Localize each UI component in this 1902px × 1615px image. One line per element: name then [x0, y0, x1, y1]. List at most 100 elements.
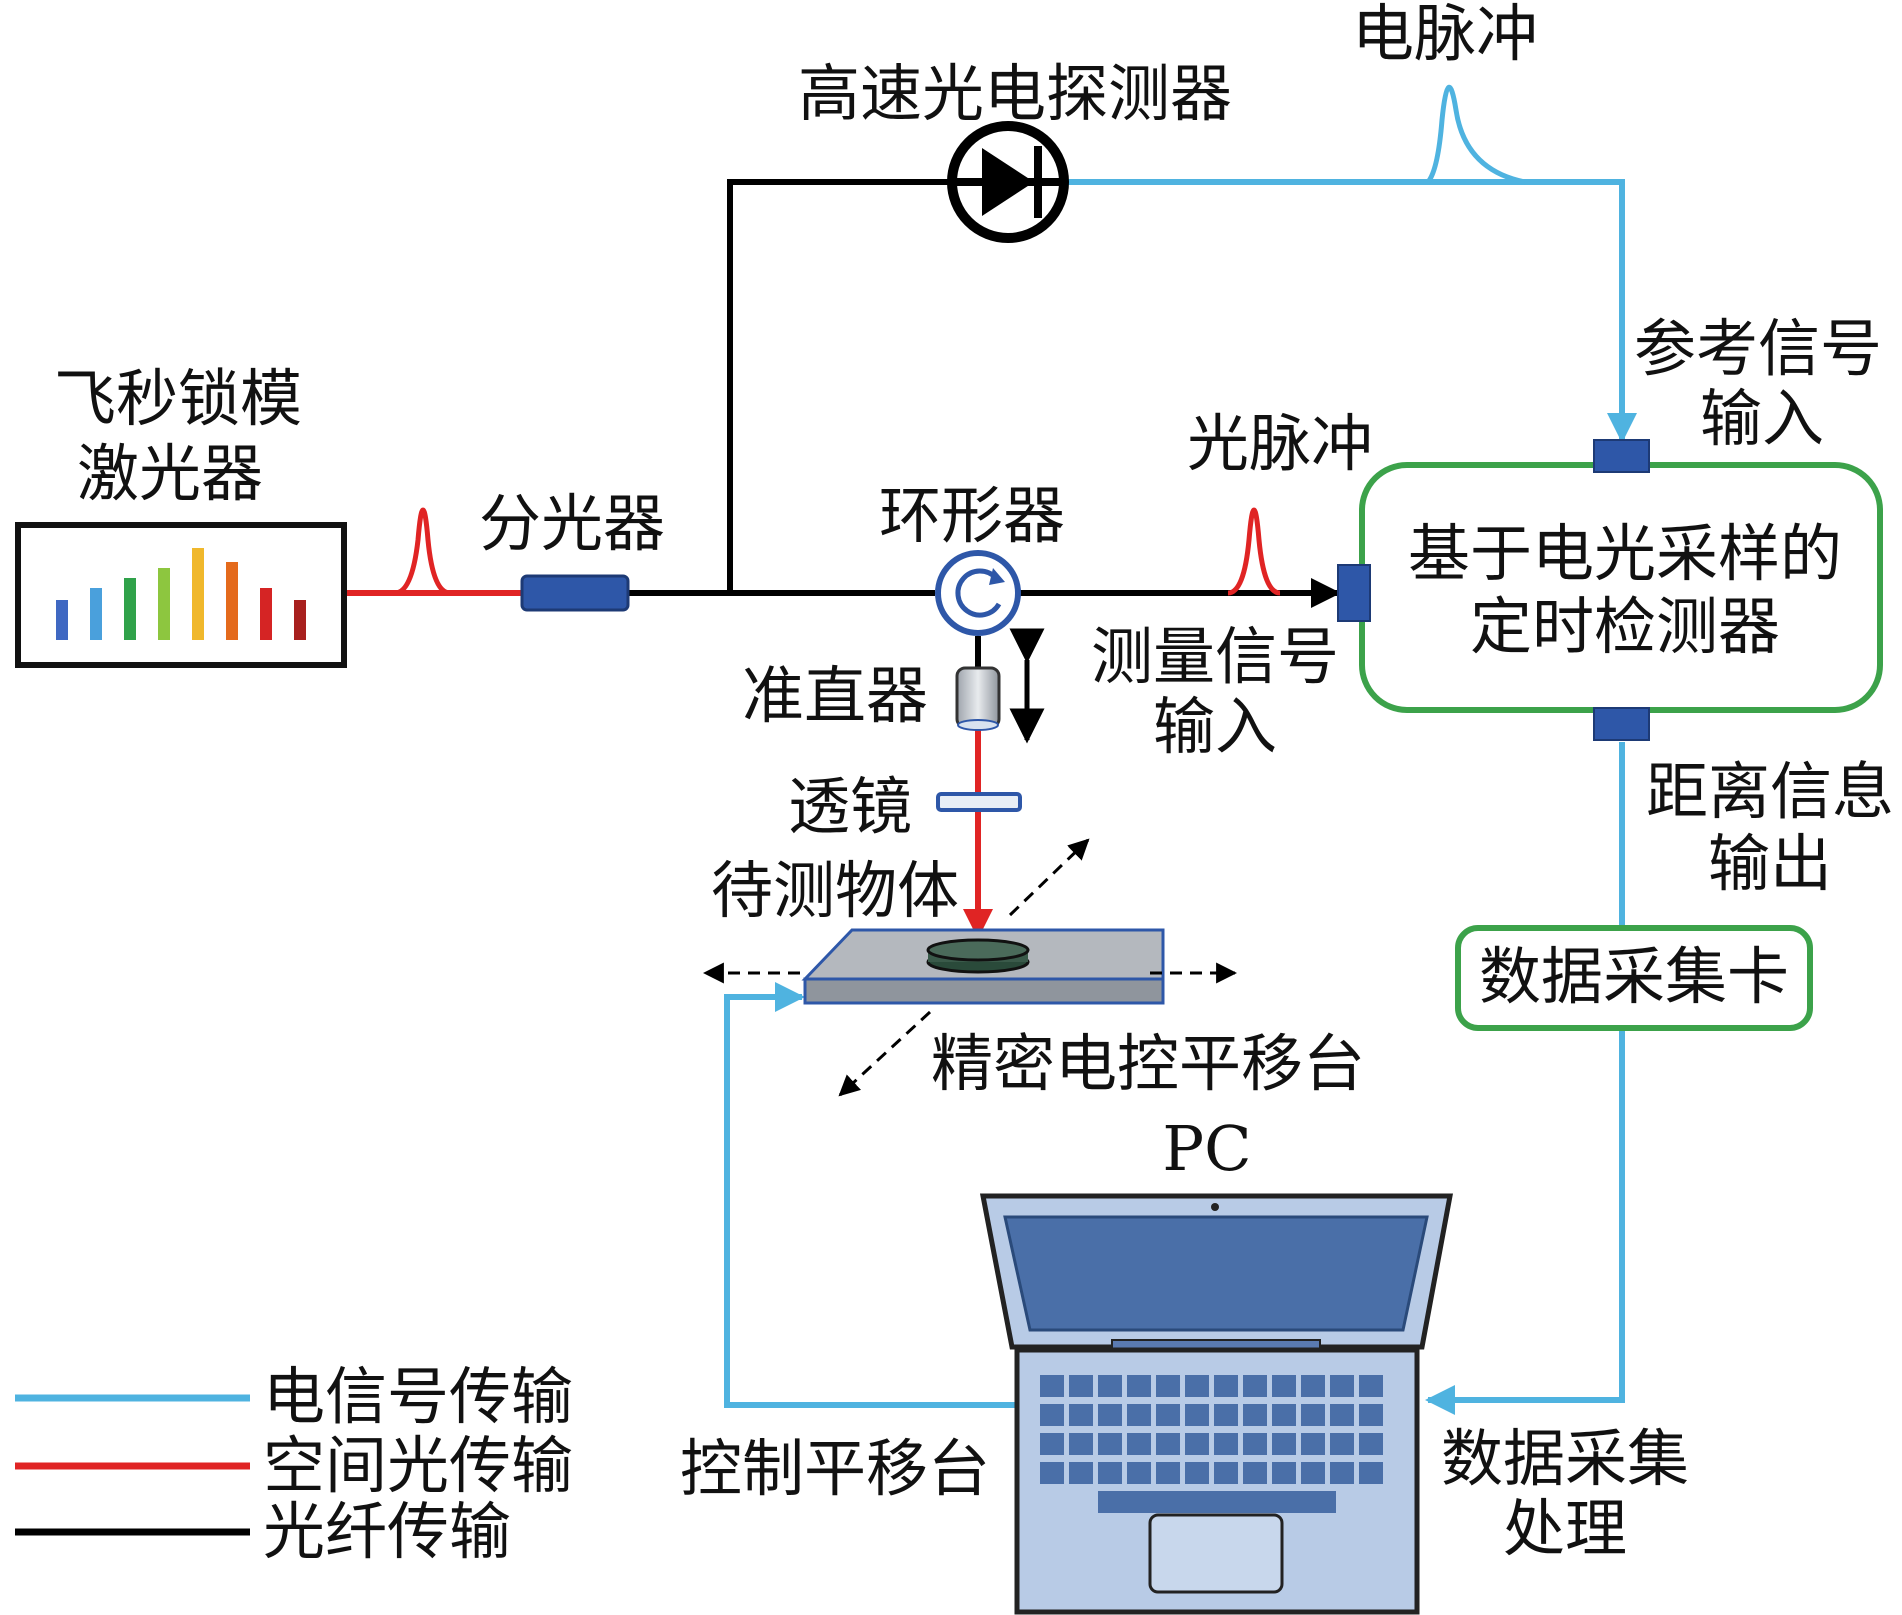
keyboard-key	[1127, 1433, 1151, 1455]
keyboard-key	[1185, 1462, 1209, 1484]
legend-fiber-label: 光纤传输	[263, 1495, 511, 1568]
laser-label-line1: 飞秒锁模	[54, 362, 302, 435]
reference-input-port	[1593, 439, 1650, 473]
trackpad-icon	[1148, 1513, 1284, 1594]
splitter-label: 分光器	[479, 487, 665, 560]
keyboard-key	[1127, 1404, 1151, 1426]
keyboard-key	[1098, 1375, 1122, 1397]
keyboard-key	[1069, 1462, 1093, 1484]
fiber-paths	[628, 179, 1341, 668]
keyboard-key	[1040, 1375, 1064, 1397]
keyboard-key	[1069, 1433, 1093, 1455]
keyboard-key	[1330, 1462, 1354, 1484]
lens-label: 透镜	[788, 770, 912, 843]
spectrum-bars-icon	[56, 548, 306, 640]
keyboard-key	[1214, 1404, 1238, 1426]
keyboard-key	[1156, 1375, 1180, 1397]
spectrum-bar	[90, 588, 102, 640]
keyboard-key	[1040, 1462, 1064, 1484]
keyboard-key	[1243, 1433, 1267, 1455]
detector-label-line1: 基于电光采样的	[1408, 517, 1842, 590]
target-object-icon	[926, 938, 1030, 974]
keyboard-key	[1040, 1404, 1064, 1426]
keyboard-key	[1359, 1462, 1383, 1484]
reference-label-line1: 参考信号	[1634, 312, 1882, 385]
keyboard-key	[1301, 1404, 1325, 1426]
free-space-paths	[345, 590, 993, 939]
keyboard-key	[1185, 1433, 1209, 1455]
femtosecond-laser	[15, 522, 347, 668]
spectrum-bar	[226, 562, 238, 640]
legend-electrical-label: 电信号传输	[263, 1360, 573, 1433]
collimator-label: 准直器	[742, 659, 928, 732]
keyboard-spacebar	[1098, 1491, 1336, 1513]
keyboard-key	[1359, 1375, 1383, 1397]
keyboard-key	[1359, 1404, 1383, 1426]
keyboard-key	[1069, 1375, 1093, 1397]
keyboard-key	[1272, 1433, 1296, 1455]
fiber-branch-to-photodetector	[727, 179, 950, 593]
circulator-icon	[935, 550, 1021, 636]
optical-pulse-label: 光脉冲	[1187, 407, 1373, 480]
keyboard-key	[1330, 1433, 1354, 1455]
measure-label-line2: 输入	[1153, 690, 1277, 763]
keyboard-key	[1185, 1404, 1209, 1426]
keyboard-key	[1127, 1375, 1151, 1397]
keyboard-key	[1156, 1404, 1180, 1426]
photodetector-label: 高速光电探测器	[798, 57, 1232, 130]
keyboard-key	[1214, 1433, 1238, 1455]
keyboard-key	[1156, 1433, 1180, 1455]
electric-detector-to-reference	[1065, 179, 1637, 443]
spectrum-bar	[56, 600, 68, 640]
keyboard-key	[1127, 1462, 1151, 1484]
splitter-icon	[520, 574, 630, 612]
laptop-icon	[979, 1193, 1454, 1615]
measure-input-port	[1337, 564, 1371, 622]
distance-label-line1: 距离信息	[1646, 755, 1894, 828]
keyboard-key	[1272, 1375, 1296, 1397]
reference-label-line2: 输入	[1700, 382, 1824, 455]
keyboard-key	[1301, 1433, 1325, 1455]
keyboard-key	[1243, 1375, 1267, 1397]
electric-pulse-label: 电脉冲	[1352, 0, 1538, 70]
keyboard-key	[1301, 1462, 1325, 1484]
keyboard-key	[1272, 1462, 1296, 1484]
keyboard-key	[1330, 1375, 1354, 1397]
keyboard-key	[1214, 1462, 1238, 1484]
electrical-paths	[724, 179, 1637, 1415]
distance-output-port	[1593, 707, 1650, 741]
measure-label-line1: 测量信号	[1091, 620, 1339, 693]
circulator-label: 环形器	[879, 479, 1065, 552]
keyboard-key	[1069, 1404, 1093, 1426]
target-label: 待测物体	[711, 854, 959, 927]
laser-pulse-icon	[394, 507, 451, 596]
detector-label-line2: 定时检测器	[1470, 590, 1780, 663]
legend-free-space-label: 空间光传输	[263, 1429, 573, 1502]
daq-card-box	[1455, 925, 1813, 1031]
keyboard-key	[1301, 1375, 1325, 1397]
collimator-icon	[955, 666, 1001, 731]
pc-label: PC	[1162, 1112, 1251, 1185]
keyboard-key	[1098, 1404, 1122, 1426]
spectrum-bar	[124, 578, 136, 640]
electric-pulse-icon	[1425, 84, 1526, 185]
electric-daq-to-pc	[1425, 1028, 1625, 1415]
spectrum-bar	[158, 568, 170, 640]
daq-card-label: 数据采集卡	[1479, 940, 1789, 1013]
control-stage-label: 控制平移台	[680, 1432, 990, 1505]
spectrum-bar	[192, 548, 204, 640]
keyboard-key	[1359, 1433, 1383, 1455]
keyboard-key	[1040, 1433, 1064, 1455]
electric-pc-to-stage	[724, 982, 1018, 1408]
optical-pulse-icon	[1227, 507, 1281, 596]
keyboard-key	[1185, 1375, 1209, 1397]
laser-box	[15, 522, 347, 668]
acquisition-label-line1: 数据采集	[1441, 1422, 1689, 1495]
keyboard-key	[1243, 1404, 1267, 1426]
keyboard-icon	[1040, 1375, 1383, 1513]
spectrum-bar	[294, 600, 306, 640]
acquisition-label-line2: 处理	[1503, 1492, 1627, 1565]
keyboard-key	[1098, 1462, 1122, 1484]
keyboard-key	[1156, 1462, 1180, 1484]
